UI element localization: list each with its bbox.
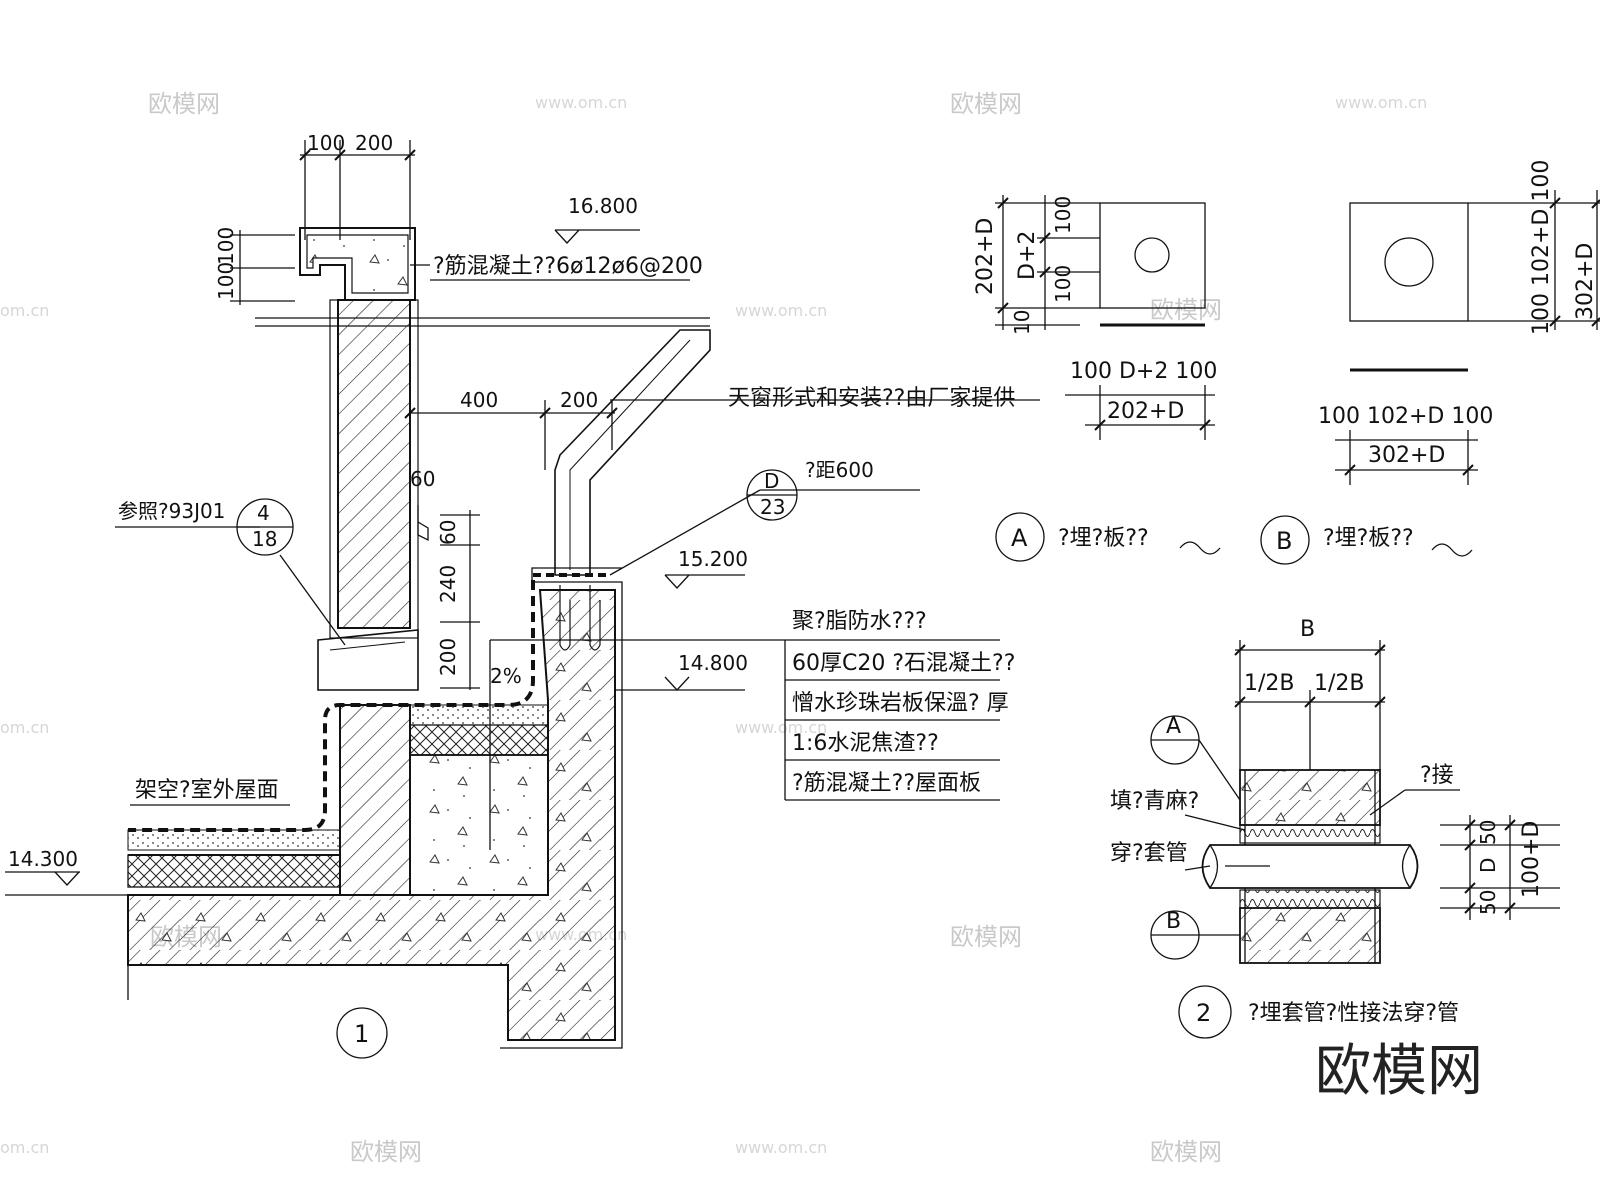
detail-2-text: B 1/2B 1/2B 50 D 50 100+D A B ?接 填?青麻? 穿… [1110,617,1544,1027]
plate-b-dim-inner: 100 102+D 100 [1529,160,1554,335]
detail-2-dim-half2: 1/2B [1314,671,1365,696]
layer-3: 憎水珍珠岩板保溫? 厚 [792,691,1009,716]
d-bubble-top: D [764,469,779,493]
detail-2-weld-label: ?接 [1420,763,1454,788]
layer-4: 1:6水泥焦渣?? [792,731,939,756]
dim-100-b: 100 [214,262,238,300]
ref-bubble-top: 4 [257,501,270,525]
roof-outdoor-label: 架空?室外屋面 [135,778,279,803]
skylight-label: 天窗形式和安装??由厂家提供 [728,386,1015,411]
watermark-brand: 欧模网 [350,1138,422,1166]
plate-a-letter: A [1011,524,1028,552]
d-bubble-bottom: 23 [760,495,785,519]
dim-200-b: 200 [560,388,598,412]
spacing-label: ?距600 [805,458,874,482]
brand-logo: 欧模网 [1315,1039,1483,1104]
watermark-url: www.om.cn [535,93,627,112]
detail-2-pipe-label: 穿?套管 [1110,841,1188,866]
detail-2-bubble-b: B [1166,909,1181,934]
dim-200: 200 [355,131,393,155]
plate-b-letter: B [1276,527,1292,555]
plate-b-caption: ?埋?板?? [1323,526,1414,551]
plate-a-caption: ?埋?板?? [1058,526,1149,551]
plate-a-dim-mid: 100 [1051,265,1075,303]
watermark-url: om.cn [0,301,49,320]
detail-1-text: 100 200 100 100 400 200 60 60 240 200 2%… [8,131,1015,1048]
detail-2-dim-mid: D [1476,858,1500,873]
plate-a-dim-top: 100 [1051,196,1075,234]
detail-2-dim-top: 50 [1476,820,1500,845]
detail-2-dim-b: B [1300,617,1315,642]
plate-a [995,195,1221,562]
plate-b [1260,190,1600,565]
dim-240: 240 [436,565,460,603]
dim-200-c: 200 [436,638,460,676]
elevation-14800: 14.800 [678,651,748,675]
elevation-14300: 14.300 [8,847,78,871]
dim-400: 400 [460,388,498,412]
watermark-brand: 欧模网 [148,90,220,118]
rebar-label: ?筋混凝土??6ø12ø6@200 [433,254,703,279]
dim-60: 60 [410,467,435,491]
dim-100: 100 [307,131,345,155]
detail-2-caption: ?埋套管?性接法穿?管 [1248,1001,1459,1026]
watermark-url: www.om.cn [735,301,827,320]
watermark-brand: 欧模网 [950,923,1022,951]
plate-a-dim-bot: 10 [1010,310,1034,335]
dim-60-b: 60 [436,520,460,545]
detail-2 [1150,640,1560,1039]
detail-1-number: 1 [354,1020,369,1048]
detail-2-dim-half1: 1/2B [1244,671,1295,696]
ref-label: 参照?93J01 [118,499,225,523]
plate-a-bottom-row1: 100 D+2 100 [1070,359,1217,384]
detail-2-dim-total: 100+D [1519,821,1544,898]
detail-2-number: 2 [1196,999,1211,1027]
dim-100-a: 100 [214,227,238,265]
layer-2: 60厚C20 ?石混凝土?? [792,651,1015,676]
elevation-15200: 15.200 [678,547,748,571]
watermark-brand: 欧模网 [1150,1138,1222,1166]
detail-1 [5,140,1040,1059]
slope-label: 2% [490,664,522,688]
watermark-brand: 欧模网 [950,90,1022,118]
plate-b-bottom-row2: 302+D [1368,443,1445,468]
plate-a-dim-inner: D+2 [1015,231,1040,280]
watermark-url: www.om.cn [735,1138,827,1157]
detail-2-bubble-a: A [1166,714,1181,739]
plate-a-text: 202+D D+2 100 100 10 100 D+2 100 202+D A… [973,196,1217,552]
watermark-url: www.om.cn [1335,93,1427,112]
ref-bubble-bottom: 18 [252,527,277,551]
plate-b-bottom-row1: 100 102+D 100 [1318,404,1493,429]
watermark-url: om.cn [0,718,49,737]
layer-1: 聚?脂防水??? [792,609,927,634]
layer-5: ?筋混凝土??屋面板 [792,771,981,796]
plate-b-dim-outer: 302+D [1573,243,1598,320]
detail-2-dim-bot: 50 [1476,890,1500,915]
detail-2-fill-label: 填?青麻? [1110,789,1199,814]
watermark-brand: 欧模网 [1150,296,1222,324]
elevation-16800: 16.800 [568,194,638,218]
watermark-url: om.cn [0,1138,49,1157]
watermark-url: www.om.cn [735,718,827,737]
plate-a-dim-outer: 202+D [973,218,998,295]
plate-b-text: 100 102+D 100 302+D 100 102+D 100 302+D … [1276,160,1598,555]
plate-a-bottom-row2: 202+D [1107,399,1184,424]
